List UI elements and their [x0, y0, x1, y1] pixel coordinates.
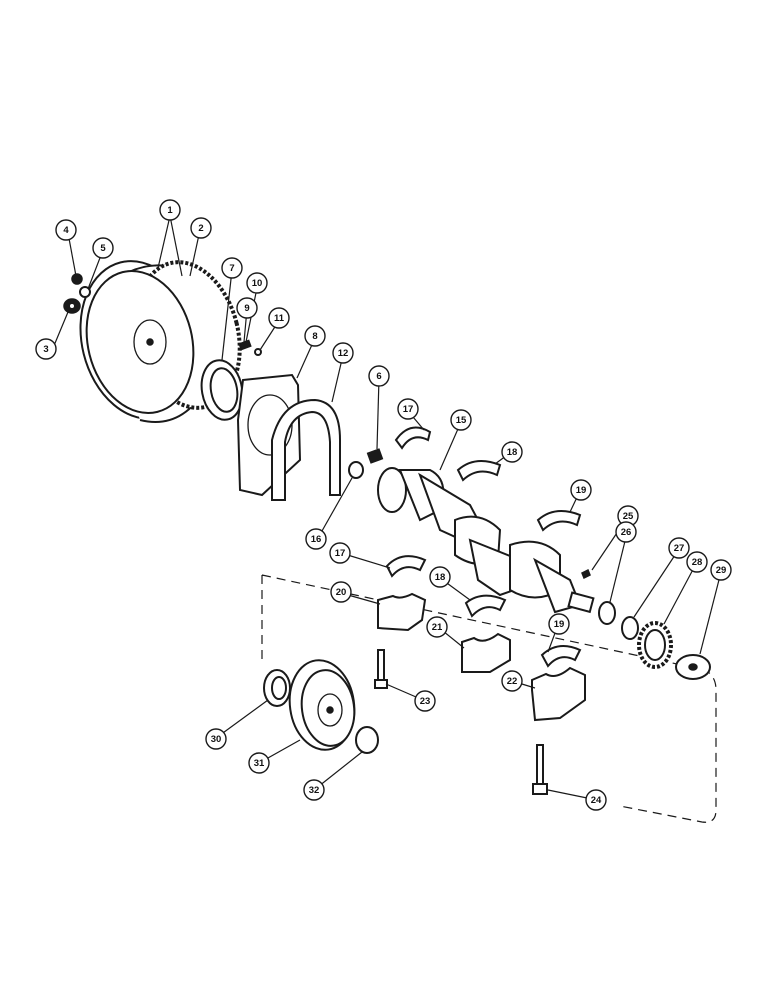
callout-number: 31 [254, 758, 265, 769]
callout-number: 26 [621, 527, 632, 538]
main-bearing-cap-rear [531, 666, 586, 722]
upper-main-bearing-rear [536, 510, 582, 532]
callout-number: 27 [674, 543, 685, 554]
callout-number: 12 [338, 348, 349, 359]
callout-number: 10 [252, 278, 263, 289]
leader-lines [52, 215, 722, 800]
callout-number: 29 [716, 565, 727, 576]
front-oil-seal [263, 669, 291, 707]
oil-slinger [675, 654, 711, 680]
parts-group-boundary [261, 574, 717, 823]
callout-1: 1 [159, 199, 181, 221]
lower-main-bearing-rear [540, 645, 582, 668]
upper-main-bearing-center [456, 460, 502, 482]
callout-7: 7 [221, 257, 243, 279]
callout-number: 6 [376, 371, 381, 382]
callout-number: 25 [623, 511, 634, 522]
callout-16: 16 [305, 528, 327, 550]
callout-number: 23 [420, 696, 431, 707]
callout-11: 11 [268, 307, 290, 329]
callout-number: 17 [403, 404, 414, 415]
pulley-spacer [355, 726, 379, 754]
callout-number: 22 [507, 676, 518, 687]
callout-number: 4 [63, 225, 69, 236]
callout-31: 31 [248, 752, 270, 774]
callout-number: 32 [309, 785, 320, 796]
callout-number: 3 [43, 344, 48, 355]
main-bearing-cap-bolt [374, 649, 388, 689]
callout-29: 29 [710, 559, 732, 581]
callout-19: 19 [548, 613, 570, 635]
rear-oil-seal [200, 359, 244, 421]
flywheel-small-nut [71, 273, 83, 285]
callout-number: 17 [335, 548, 346, 559]
callout-3: 3 [35, 338, 57, 360]
rear-seal-retainer-plate [236, 373, 302, 497]
callout-labels: 1234571091181261715181916252627282917182… [35, 199, 732, 811]
crankshaft-pulley [288, 659, 356, 751]
callout-17: 17 [329, 542, 351, 564]
callout-number: 24 [591, 795, 602, 806]
callout-number: 5 [100, 243, 106, 254]
callout-number: 19 [576, 485, 587, 496]
callout-number: 9 [244, 303, 249, 314]
callout-10: 10 [246, 272, 268, 294]
callout-number: 19 [554, 619, 565, 630]
woodruff-key [581, 568, 591, 580]
flywheel [79, 260, 242, 423]
callout-number: 7 [229, 263, 234, 274]
callout-number: 16 [311, 534, 322, 545]
callout-number: 18 [507, 447, 518, 458]
callout-5: 5 [92, 237, 114, 259]
callout-18: 18 [429, 566, 451, 588]
callout-24: 24 [585, 789, 607, 811]
main-bearing-cap-front [377, 592, 427, 632]
callout-number: 28 [692, 557, 703, 568]
upper-main-bearing-front [394, 426, 432, 450]
callout-20: 20 [330, 581, 352, 603]
callout-number: 30 [211, 734, 222, 745]
callout-6: 6 [368, 365, 390, 387]
callout-number: 8 [312, 331, 317, 342]
callout-number: 21 [432, 622, 443, 633]
spacer-ring [621, 616, 639, 640]
callout-number: 20 [336, 587, 347, 598]
callout-number: 11 [274, 313, 285, 324]
callout-30: 30 [205, 728, 227, 750]
callout-32: 32 [303, 779, 325, 801]
lower-main-bearing-center [464, 594, 507, 618]
callout-26: 26 [615, 521, 637, 543]
callout-27: 27 [668, 537, 690, 559]
rear-retainer-gasket [271, 398, 341, 501]
callout-19: 19 [570, 479, 592, 501]
flywheel-washer [79, 286, 91, 298]
crankshaft [377, 467, 595, 614]
callout-23: 23 [414, 690, 436, 712]
callout-number: 18 [435, 572, 446, 583]
callout-18: 18 [501, 441, 523, 463]
main-bearing-cap-center [461, 632, 511, 673]
callout-number: 1 [167, 205, 173, 216]
callout-number: 15 [456, 415, 467, 426]
callout-28: 28 [686, 551, 708, 573]
callout-17: 17 [397, 398, 419, 420]
callout-15: 15 [450, 409, 472, 431]
callout-21: 21 [426, 616, 448, 638]
callout-4: 4 [55, 219, 77, 241]
callout-12: 12 [332, 342, 354, 364]
rear-cap-bolt [532, 744, 548, 795]
flywheel-nut [63, 298, 81, 314]
crankshaft-gear [637, 621, 673, 669]
lower-main-bearing-front [385, 555, 427, 578]
callout-22: 22 [501, 670, 523, 692]
seal-retainer-bolt [238, 339, 262, 356]
callout-8: 8 [304, 325, 326, 347]
callout-2: 2 [190, 217, 212, 239]
callout-9: 9 [236, 297, 258, 319]
callout-number: 2 [198, 223, 203, 234]
pilot-bushing [348, 461, 364, 479]
thrust-washer [598, 601, 616, 625]
dowel-pin [366, 448, 384, 464]
